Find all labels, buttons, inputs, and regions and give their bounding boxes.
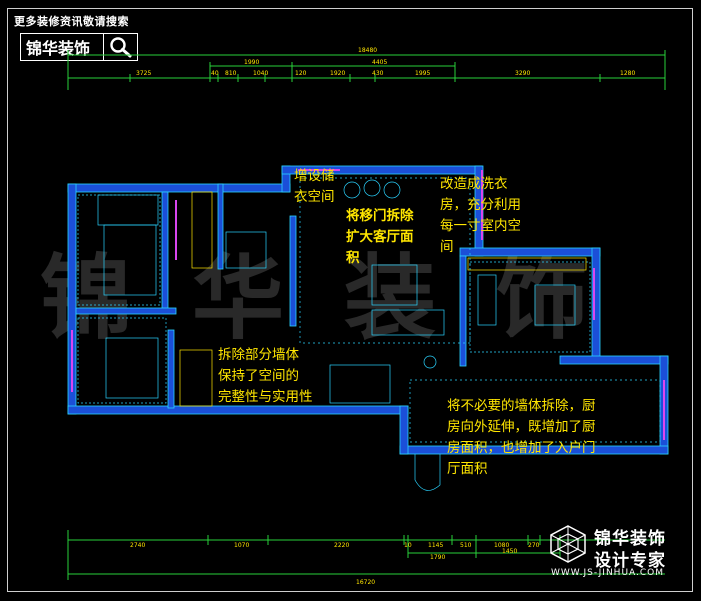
brand-name: 锦华装饰	[26, 39, 91, 58]
accent-lines	[71, 169, 665, 440]
dim-top-2: 40	[211, 70, 219, 77]
dim-top-mid-1: 1990	[244, 59, 259, 66]
dim-top-8: 1995	[415, 70, 430, 77]
dim-bottom-7: 1080	[494, 542, 509, 549]
dim-bottom-8: 270	[528, 542, 540, 549]
watermark-text: 锦华装饰	[40, 245, 648, 352]
dim-top-mid-2: 4405	[372, 59, 387, 66]
interior-lines	[77, 177, 661, 491]
bottom-dimensions	[67, 530, 665, 580]
dim-bottom-6: 510	[460, 542, 472, 549]
dim-bottom-5: 1145	[428, 542, 443, 549]
dim-top-6: 1920	[330, 70, 345, 77]
annotation-wall-removal: 拆除部分墙体 保持了空间的 完整性与实用性	[218, 347, 313, 405]
dim-bottom-total: 16720	[356, 579, 375, 586]
bottom-dimension-labels: 2740 1070 2220 10 1145 510 1080 270 1450…	[130, 542, 540, 586]
dim-bottom-2: 1070	[234, 542, 249, 549]
dim-bottom-9: 1450	[502, 548, 517, 555]
search-prompt-text: 更多装修资讯敬请搜索	[14, 15, 129, 28]
dim-top-3: 810	[225, 70, 237, 77]
dim-top-1: 3725	[136, 70, 151, 77]
annotation-kitchen: 将不必要的墙体拆除，厨 房向外延伸，既增加了厨 房面积，也增加了入户门 厅面积	[447, 398, 596, 477]
stamp-url: WWW.JS-JINHUA.COM	[551, 568, 665, 578]
dim-top-5: 120	[295, 70, 307, 77]
brand-logo-icon	[550, 525, 586, 563]
drawing-frame	[7, 8, 693, 592]
dim-bottom-3: 2220	[334, 542, 349, 549]
stamp-slogan: 设计专家	[594, 551, 666, 571]
stamp-brand: 锦华装饰	[594, 529, 666, 549]
dim-bottom-4: 10	[404, 542, 412, 549]
top-dimensions	[67, 50, 666, 90]
annotation-laundry: 改造成洗衣 房，充分利用 每一寸室内空 间	[440, 176, 521, 255]
dim-bottom-mid: 1790	[430, 554, 445, 561]
annotation-sliding-door: 将移门拆除 扩大客厅面 积	[346, 208, 414, 266]
dim-top-10: 1280	[620, 70, 635, 77]
dim-top-total: 18480	[358, 47, 377, 54]
dim-top-7: 430	[372, 70, 384, 77]
annotation-storage: 增设储 衣空间	[294, 168, 335, 205]
top-dimension-labels: 18480 1990 4405 3725 40 810 1040 120 192…	[136, 47, 635, 77]
dim-top-4: 1040	[253, 70, 268, 77]
dim-top-9: 3290	[515, 70, 530, 77]
dim-bottom-1: 2740	[130, 542, 145, 549]
brand-stamp: 锦华装饰 设计专家 WWW.JS-JINHUA.COM	[546, 522, 686, 582]
